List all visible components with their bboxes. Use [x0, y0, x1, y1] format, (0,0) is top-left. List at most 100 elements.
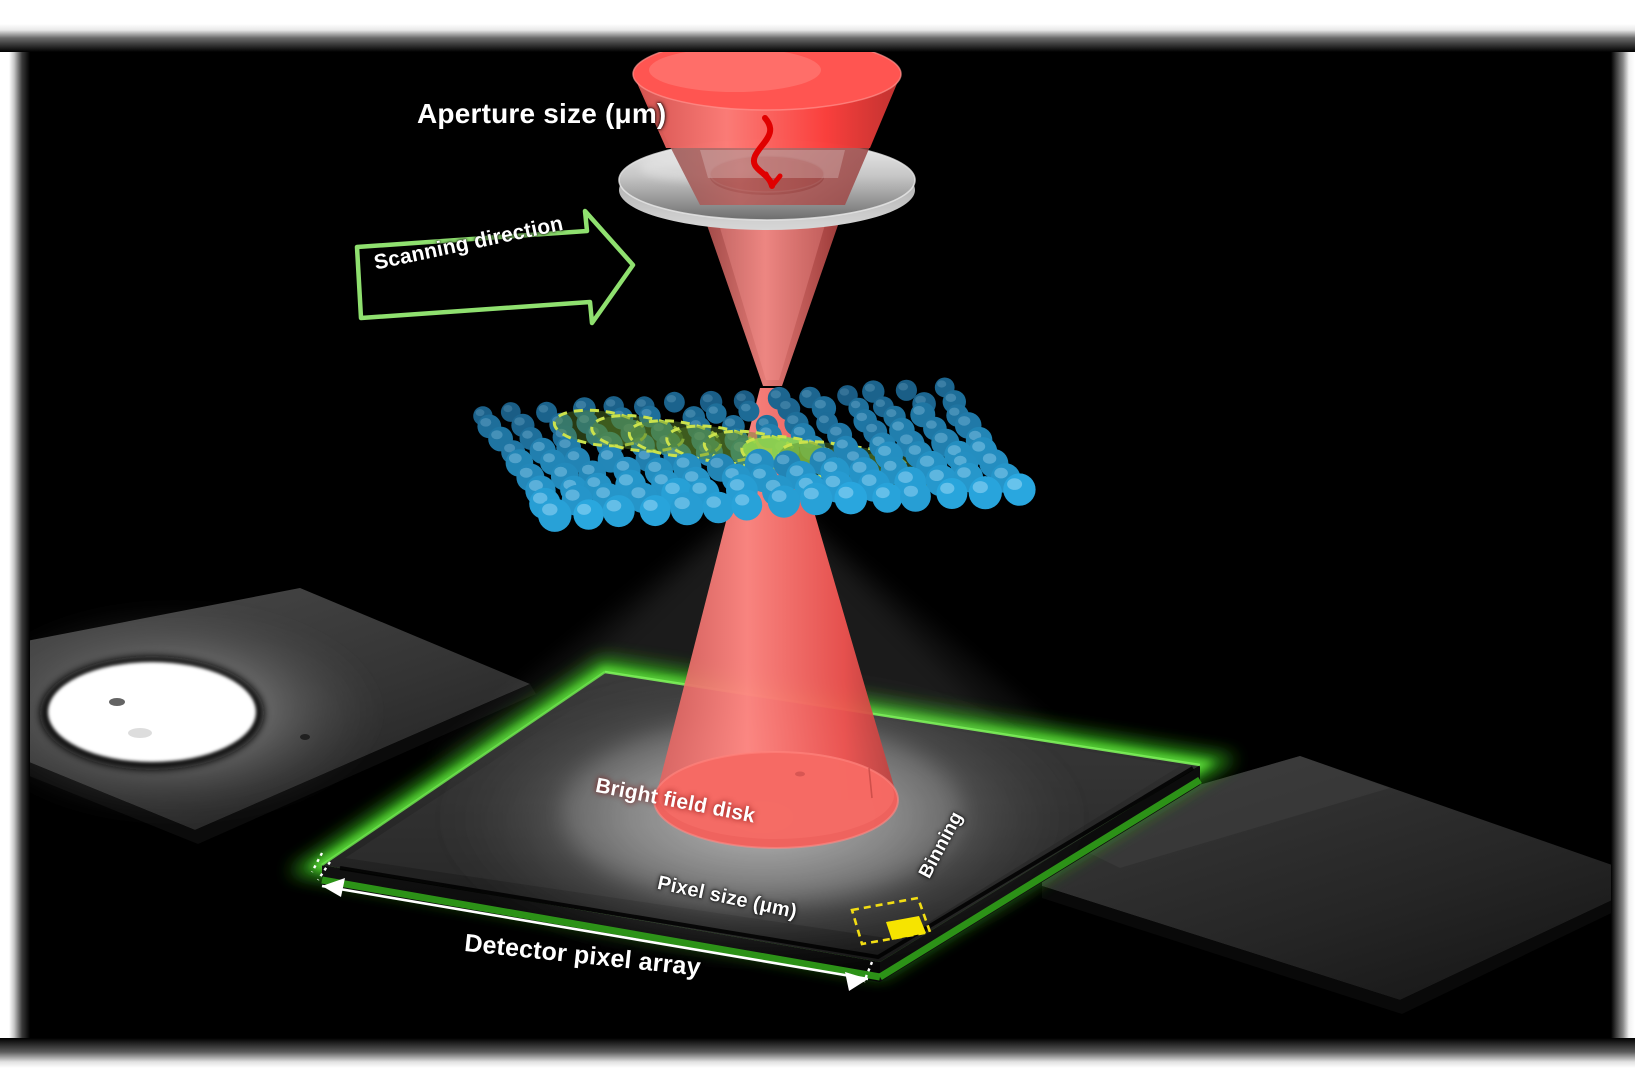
specimen-atom	[968, 476, 1002, 510]
dimension-detector-width	[310, 852, 874, 991]
specimen-atom	[738, 400, 760, 422]
specimen-atom-highlight	[856, 412, 868, 422]
specimen-atom-highlight	[653, 423, 664, 432]
specimen-atom-highlight	[528, 480, 543, 491]
aperture-size-indicator	[750, 115, 783, 189]
specimen-atom-highlight	[878, 445, 892, 456]
specimen-atom-highlight	[654, 474, 668, 485]
specimen-atom-highlight	[982, 453, 997, 464]
specimen-atom	[862, 380, 885, 403]
specimen-atom-highlight	[638, 450, 650, 460]
specimen-atom	[767, 485, 801, 518]
specimen-atom-highlight	[825, 475, 841, 488]
specimen-atom-highlight	[616, 460, 630, 471]
specimen-atom	[936, 478, 968, 509]
specimen-atom-highlight	[771, 490, 787, 502]
specimen-atom-highlight	[836, 439, 848, 449]
specimen-atom-highlight	[708, 406, 718, 414]
specimen-atom-highlight	[565, 489, 580, 501]
specimen-atom-highlight	[631, 487, 646, 499]
specimen-atom-highlight	[886, 409, 897, 418]
scanning-direction-arrow[interactable]	[354, 208, 636, 326]
specimen-atom-highlight	[554, 466, 568, 477]
specimen-atom-highlight	[823, 461, 838, 473]
specimen-atom-highlight	[915, 395, 926, 405]
specimen-atom-highlight	[864, 383, 876, 392]
specimen-atom-highlight	[741, 403, 751, 412]
specimen-atom-highlight	[559, 439, 571, 449]
specimen-atom-highlight	[814, 399, 826, 409]
specimen-atom-highlight	[706, 496, 721, 508]
specimen-sphere-lattice[interactable]	[473, 377, 1036, 532]
specimen-atom-highlight	[710, 457, 724, 468]
specimen-atom-highlight	[949, 407, 960, 416]
specimen-atom-highlight	[875, 399, 886, 408]
specimen-atom-highlight	[913, 405, 925, 415]
specimen-atom-highlight	[1007, 478, 1023, 490]
lower-beam-cone	[653, 388, 899, 849]
specimen-atom-highlight	[972, 441, 986, 452]
specimen-atom-highlight	[685, 409, 696, 418]
specimen-atom-highlight	[577, 503, 592, 515]
specimen-atom-highlight	[898, 471, 913, 484]
specimen-atom	[639, 495, 671, 527]
specimen-atom	[1003, 473, 1036, 506]
specimen-atom-highlight	[648, 461, 662, 472]
specimen-atom	[664, 391, 685, 413]
specimen-atom-highlight	[883, 460, 897, 471]
specimen-atom-highlight	[702, 394, 713, 403]
specimen-atom	[602, 495, 635, 528]
specimen-atom-highlight	[813, 451, 826, 462]
specimen-atom-highlight	[898, 382, 909, 391]
specimen-atom-highlight	[852, 461, 867, 473]
specimen-atom-highlight	[538, 405, 549, 413]
specimen-atom	[895, 379, 918, 401]
specimen-atom	[670, 492, 704, 526]
specimen-atom-highlight	[542, 503, 558, 516]
specimen-atom-highlight	[504, 443, 516, 453]
specimen-atom-highlight	[838, 486, 854, 499]
specimen-atom-highlight	[475, 409, 485, 417]
specimen-atom-highlight	[892, 421, 904, 431]
specimen-atom-highlight	[947, 445, 961, 456]
specimen-atom-highlight	[748, 453, 762, 464]
specimen-atom-highlight	[599, 435, 612, 446]
specimen-atom-highlight	[958, 416, 971, 426]
specimen-atom-highlight	[606, 499, 622, 512]
specimen-atom-highlight	[522, 430, 533, 439]
specimen-atom-highlight	[839, 388, 850, 396]
probe-position[interactable]	[627, 416, 723, 461]
specimen-atom-highlight	[692, 482, 707, 494]
specimen-atom-highlight	[919, 455, 935, 467]
specimen-atom-highlight	[937, 380, 947, 388]
specimen-atom-highlight	[803, 487, 819, 500]
specimen-atom-highlight	[618, 474, 634, 486]
specimen-atom-highlight	[724, 418, 736, 427]
specimen-atom-highlight	[636, 399, 646, 407]
specimen-atom-highlight	[480, 418, 492, 427]
probe-position[interactable]	[590, 411, 685, 456]
specimen-atom-highlight	[972, 481, 988, 494]
specimen-atom-highlight	[685, 471, 699, 482]
specimen-atom-highlight	[908, 445, 921, 455]
specimen-atom-highlight	[533, 492, 548, 504]
specimen-atom-highlight	[866, 423, 878, 433]
specimen-atom-highlight	[929, 469, 944, 481]
specimen-atom-highlight	[543, 453, 555, 463]
specimen-atom-highlight	[514, 417, 525, 426]
specimen-atom-highlight	[847, 451, 859, 461]
specimen-atom-highlight	[605, 399, 616, 407]
specimen-atom-highlight	[934, 432, 948, 443]
specimen-atom-highlight	[491, 430, 503, 440]
specimen-atom-highlight	[674, 497, 690, 510]
specimen-atom-highlight	[694, 431, 705, 441]
inset-empty-detector[interactable]	[1042, 756, 1635, 1014]
binning-marker[interactable]	[850, 896, 932, 946]
specimen-atom	[702, 491, 735, 524]
specimen-atom-highlight	[776, 454, 790, 465]
specimen-atom-highlight	[575, 400, 587, 409]
inset-diffraction-pattern[interactable]	[0, 588, 536, 844]
probe-position[interactable]	[552, 406, 648, 451]
